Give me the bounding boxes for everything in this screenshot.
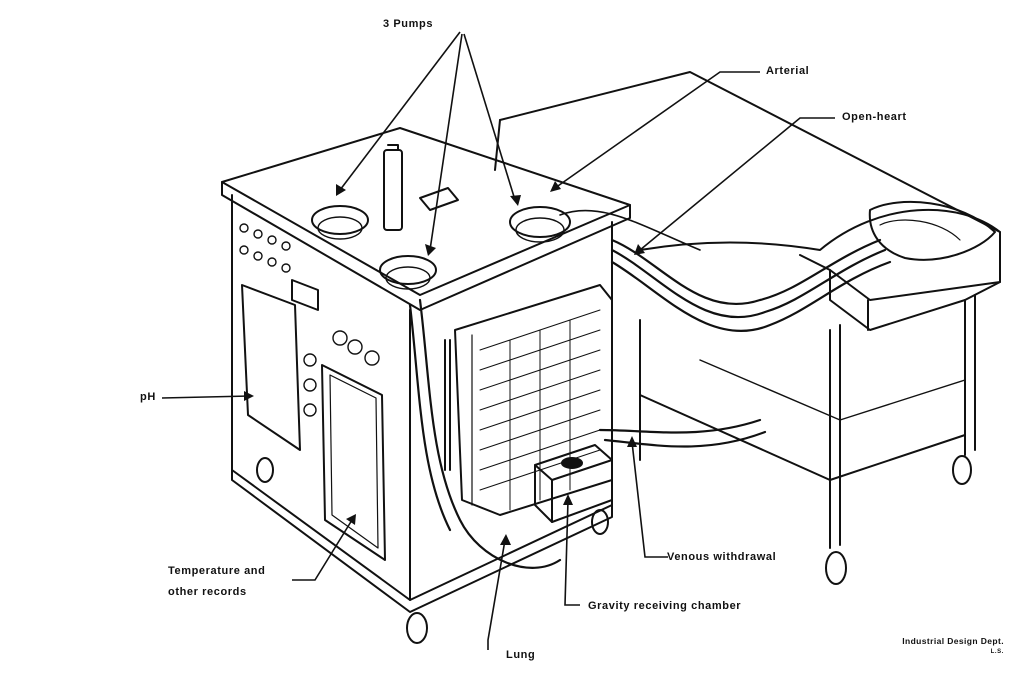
gravity-receiving-chamber	[534, 444, 613, 523]
leader-lines	[161, 31, 835, 650]
lung-oxygenator	[444, 284, 613, 516]
temperature-label-line1: Temperature and	[168, 565, 266, 577]
roller-pumps	[311, 144, 571, 290]
venous-leader	[631, 441, 668, 558]
ph-label: pH	[140, 391, 156, 403]
gravity-leader	[564, 499, 580, 606]
credit-line-2: L.S.	[990, 649, 1004, 655]
credit-line-1: Industrial Design Dept.	[902, 636, 1004, 646]
tubing	[408, 209, 892, 569]
operating-table	[494, 71, 1001, 585]
gravity-chamber-label: Gravity receiving chamber	[588, 600, 742, 612]
ph-leader	[161, 395, 251, 399]
venous-withdrawal-label: Venous withdrawal	[667, 551, 777, 563]
arrowheads	[244, 181, 645, 545]
temperature-label-line2: other records	[168, 586, 247, 598]
pump-cabinet	[221, 127, 631, 644]
open-heart-leader	[639, 117, 835, 251]
pumps-leader-2	[429, 33, 463, 251]
temperature-leader	[292, 519, 353, 581]
lung-label: Lung	[506, 649, 536, 661]
arterial-label: Arterial	[766, 65, 810, 77]
pumps-leader-3	[463, 33, 516, 201]
pumps-leader-1	[339, 31, 461, 191]
pumps-label: 3 Pumps	[383, 18, 434, 30]
arterial-leader	[554, 71, 760, 189]
open-heart-label: Open-heart	[842, 111, 907, 123]
lung-leader	[487, 539, 506, 650]
